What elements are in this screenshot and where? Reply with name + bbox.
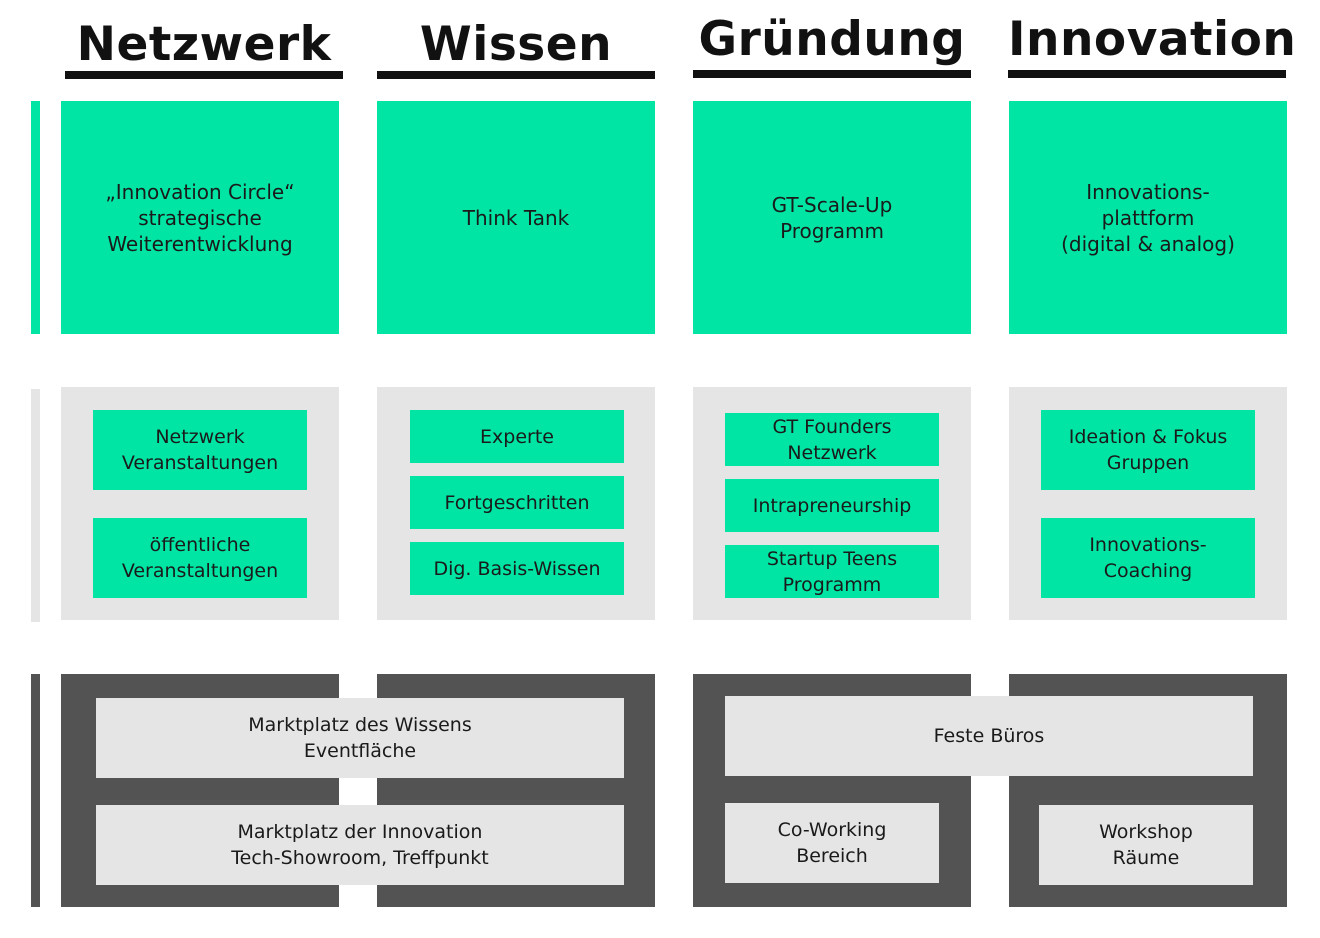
column-title-innovation: Innovation: [1008, 12, 1297, 67]
column-title-gruendung: Gründung: [698, 12, 966, 67]
box-netzwerk-veranstaltungen: Netzwerk Veranstaltungen: [93, 410, 307, 490]
box-innovations-coaching: Innovations- Coaching: [1041, 518, 1255, 598]
box-dig-basis-wissen: Dig. Basis-Wissen: [410, 542, 624, 595]
box-workshop-raeume: Workshop Räume: [1039, 805, 1253, 885]
box-marktplatz-wissen: Marktplatz des Wissens Eventfläche: [96, 698, 624, 778]
column-title-netzwerk: Netzwerk: [76, 17, 332, 72]
box-coworking: Co-Working Bereich: [725, 803, 939, 883]
tile-innovationsplattform: Innovations- plattform (digital & analog…: [1009, 101, 1287, 334]
column-rule-gruendung: [693, 70, 971, 78]
box-experte: Experte: [410, 410, 624, 463]
tile-gt-scale-up: GT-Scale-Up Programm: [693, 101, 971, 334]
box-startup-teens: Startup Teens Programm: [725, 545, 939, 598]
column-title-wissen: Wissen: [419, 17, 613, 72]
box-feste-bueros: Feste Büros: [725, 696, 1253, 776]
row-stripe-top: [31, 101, 40, 334]
box-ideation-fokus: Ideation & Fokus Gruppen: [1041, 410, 1255, 490]
box-intrapreneurship: Intrapreneurship: [725, 479, 939, 532]
box-fortgeschritten: Fortgeschritten: [410, 476, 624, 529]
tile-innovation-circle: „Innovation Circle“ strategische Weitere…: [61, 101, 339, 334]
tile-think-tank: Think Tank: [377, 101, 655, 334]
row-stripe-middle: [31, 389, 40, 622]
column-rule-wissen: [377, 71, 655, 79]
box-gt-founders-netzwerk: GT Founders Netzwerk: [725, 413, 939, 466]
column-rule-innovation: [1008, 70, 1286, 78]
row-stripe-bottom: [31, 674, 40, 907]
column-rule-netzwerk: [65, 71, 343, 79]
box-marktplatz-innovation: Marktplatz der Innovation Tech-Showroom,…: [96, 805, 624, 885]
box-oeffentliche-veranstaltungen: öffentliche Veranstaltungen: [93, 518, 307, 598]
